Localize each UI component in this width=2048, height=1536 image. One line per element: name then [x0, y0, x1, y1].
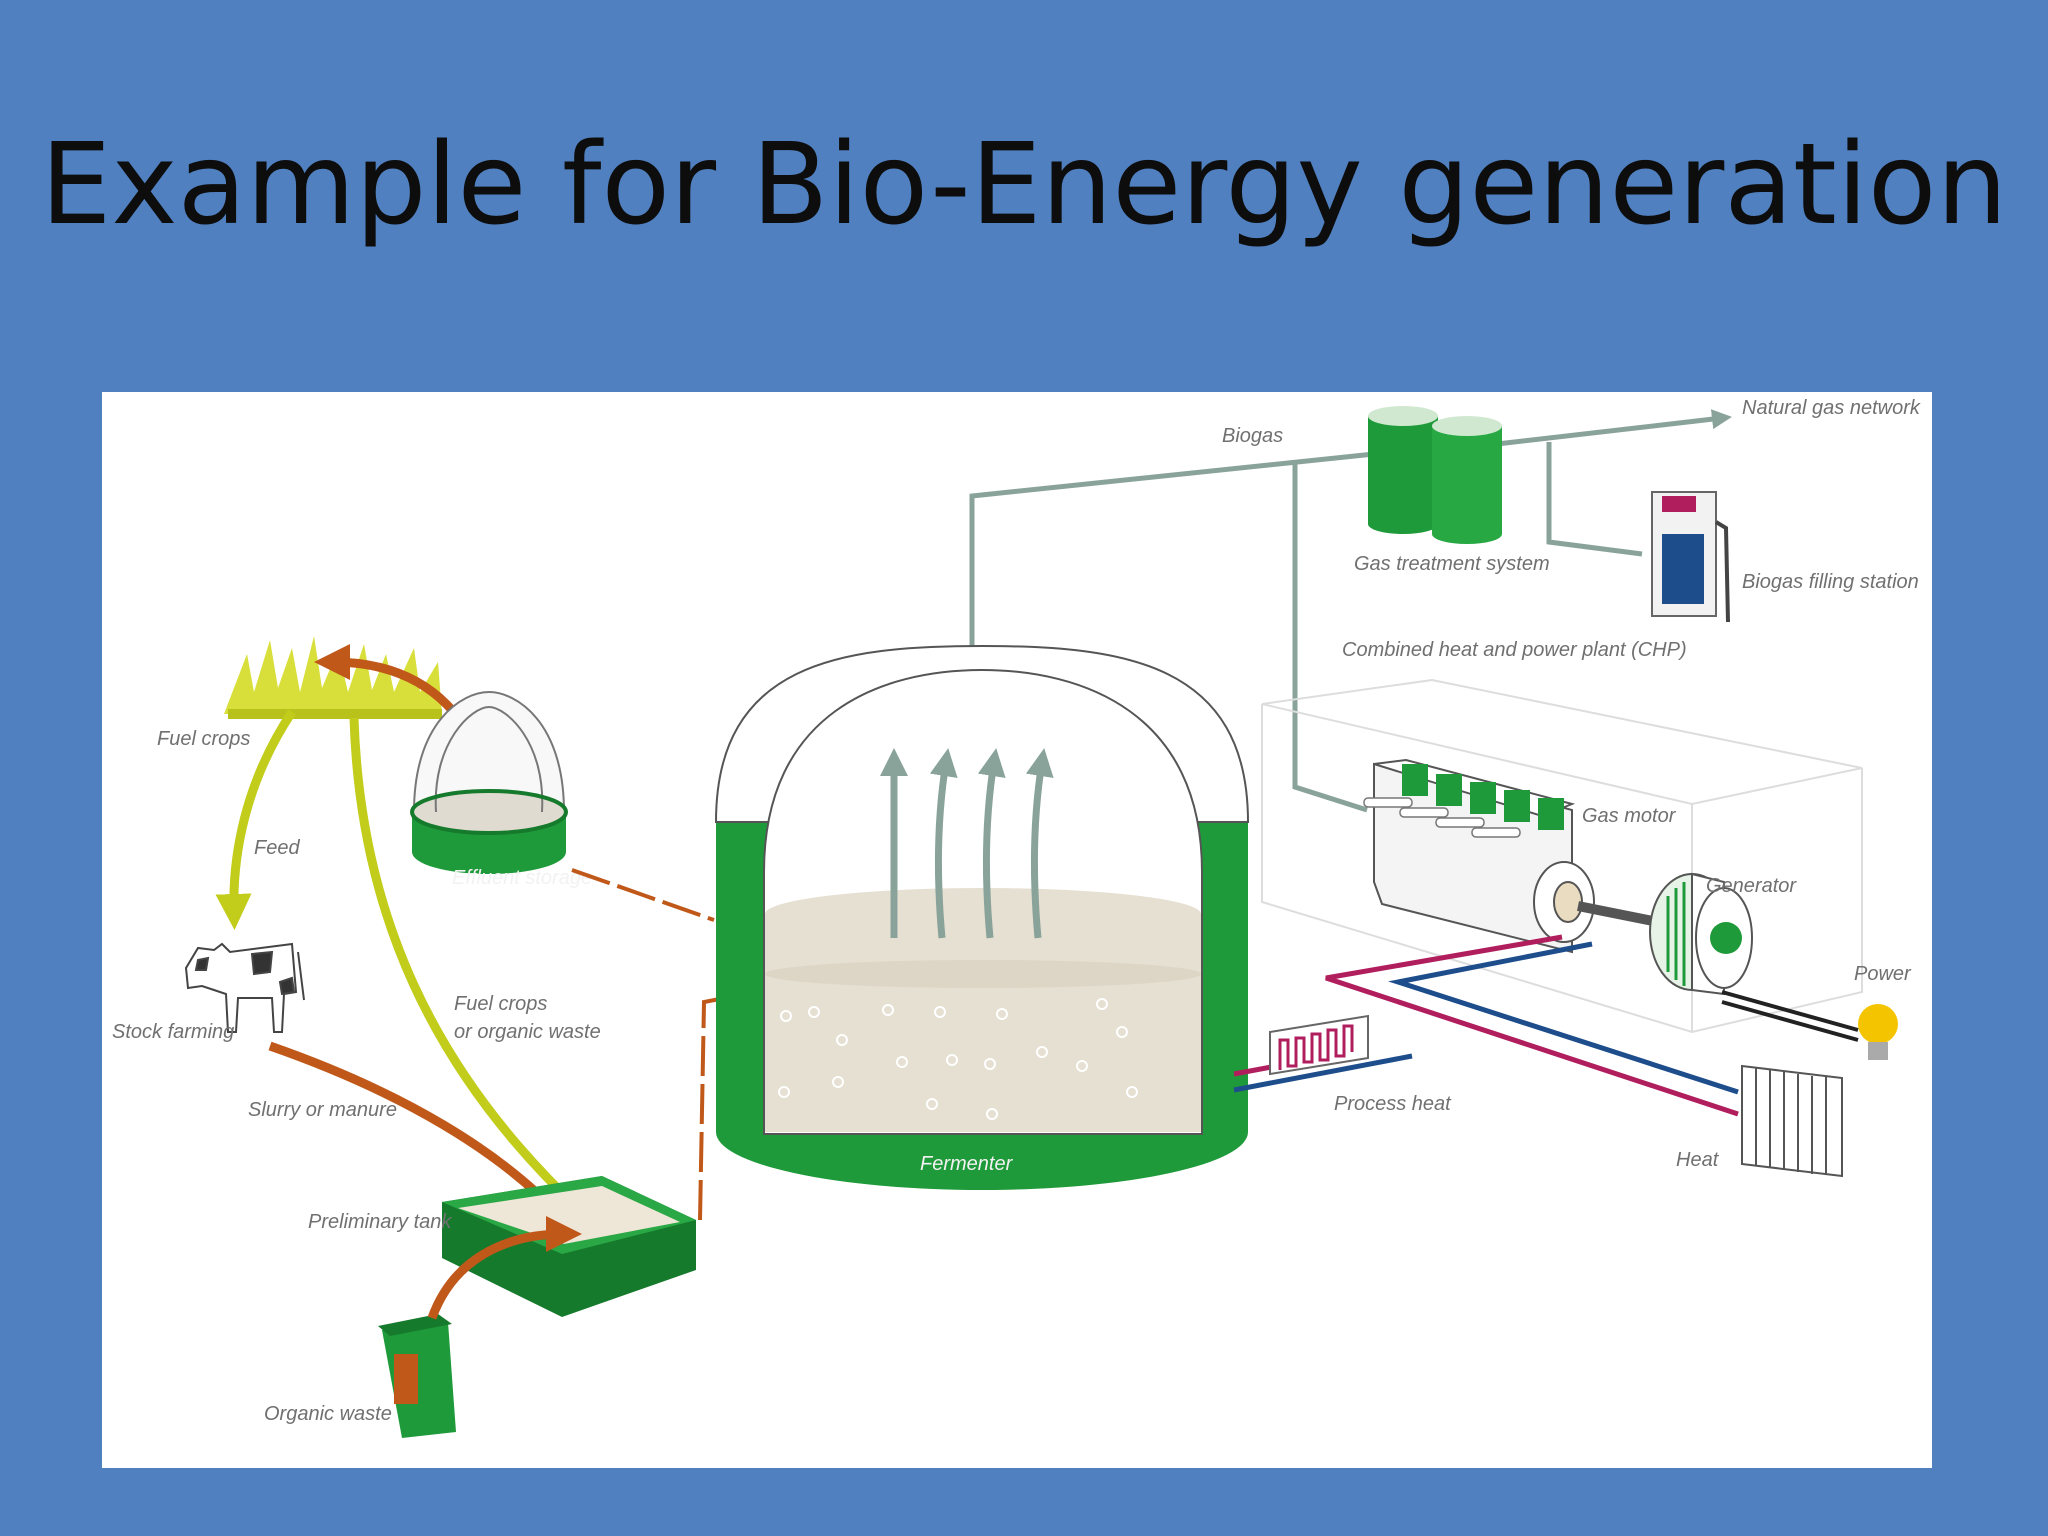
light-bulb-icon	[1858, 1004, 1898, 1060]
label-process-heat: Process heat	[1334, 1093, 1452, 1115]
label-biogas-filling-station: Biogas filling station	[1742, 571, 1919, 593]
label-power: Power	[1854, 963, 1912, 985]
organic-waste-bin	[378, 1314, 456, 1438]
organic-waste-arrow	[427, 1216, 582, 1320]
label-gas-motor: Gas motor	[1582, 805, 1677, 827]
effluent-pipe	[571, 868, 715, 922]
biogas-pipes	[969, 409, 1732, 813]
drive-shaft	[1577, 901, 1659, 927]
fermenter	[714, 644, 1250, 1190]
process-heat-exchanger-icon	[1269, 1014, 1369, 1076]
biogas-filling-station-icon	[1651, 491, 1730, 623]
label-slurry-or-manure: Slurry or manure	[248, 1099, 397, 1121]
label-fuel-crops-or-waste-2: or organic waste	[454, 1021, 601, 1043]
label-gas-treatment-system: Gas treatment system	[1354, 553, 1550, 575]
label-stock-farming: Stock farming	[112, 1021, 234, 1043]
label-heat: Heat	[1676, 1149, 1720, 1171]
biogas-diagram: Fuel crops Feed Effluent storage Stock f…	[102, 392, 1932, 1468]
label-chp: Combined heat and power plant (CHP)	[1342, 639, 1687, 661]
label-fuel-crops: Fuel crops	[157, 728, 250, 750]
radiator-icon	[1741, 1064, 1843, 1178]
feed-arrow	[215, 709, 296, 930]
gas-treatment-system	[1368, 406, 1502, 544]
effluent-storage	[410, 690, 568, 874]
fuel-crops-to-tank-arrow	[349, 717, 596, 1225]
label-preliminary-tank: Preliminary tank	[308, 1211, 452, 1233]
generator	[1649, 872, 1753, 996]
preliminary-tank	[442, 1176, 696, 1317]
power-cables	[1721, 990, 1859, 1042]
label-fuel-crops-or-waste-1: Fuel crops	[454, 993, 547, 1015]
cow-icon	[184, 942, 305, 1033]
label-feed: Feed	[254, 837, 300, 859]
label-fermenter: Fermenter	[920, 1153, 1014, 1175]
label-organic-waste: Organic waste	[264, 1403, 392, 1425]
label-generator: Generator	[1706, 875, 1797, 897]
label-natural-gas-network: Natural gas network	[1742, 397, 1921, 419]
gas-motor	[1363, 758, 1595, 954]
label-effluent-storage: Effluent storage	[452, 867, 592, 889]
slide-title: Example for Bio-Energy generation	[40, 120, 2008, 250]
label-biogas: Biogas	[1222, 425, 1283, 447]
